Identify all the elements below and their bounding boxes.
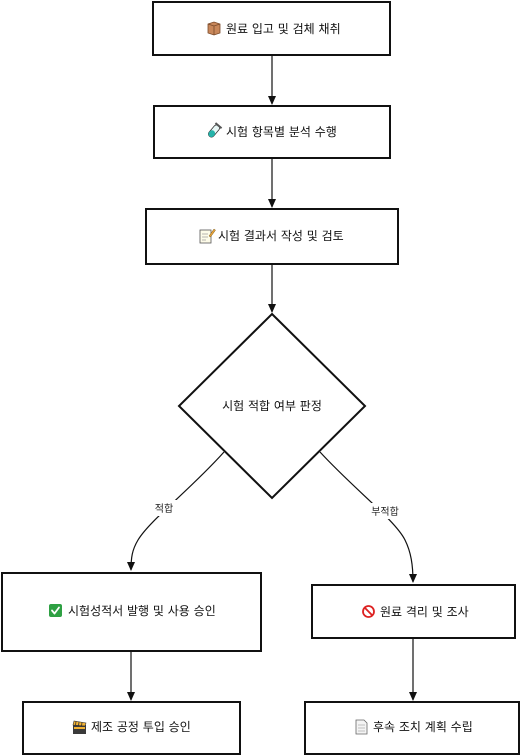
node-report: 시험 결과서 작성 및 검토 — [145, 208, 399, 265]
page-icon — [355, 719, 368, 735]
edges — [127, 55, 417, 701]
edge-decision-approve — [127, 451, 225, 571]
prohibited-icon — [362, 605, 375, 618]
node-production-label: 제조 공정 투입 승인 — [91, 720, 191, 734]
test-tube-icon — [208, 122, 223, 138]
node-production: 제조 공정 투입 승인 — [22, 701, 241, 755]
node-followup-label: 후속 조치 계획 수립 — [373, 720, 473, 734]
edge-label-pass-text: 적합 — [155, 503, 173, 515]
edge-label-pass: 적합 — [149, 500, 179, 516]
edge-label-fail-text: 부적합 — [371, 506, 399, 518]
check-mark-icon-bg — [49, 604, 62, 617]
node-decision-label: 시험 적합 여부 판정 — [222, 399, 322, 413]
node-isolate: 원료 격리 및 조사 — [311, 584, 516, 639]
node-report-label: 시험 결과서 작성 및 검토 — [218, 229, 344, 243]
check-mark-icon — [49, 604, 62, 617]
node-analyze-label: 시험 항목별 분석 수행 — [226, 124, 337, 139]
node-approve: 시험성적서 발행 및 사용 승인 — [1, 572, 262, 652]
node-isolate-label: 원료 격리 및 조사 — [380, 605, 469, 619]
node-receive-label: 원료 입고 및 검체 채취 — [226, 22, 341, 36]
node-approve-label: 시험성적서 발행 및 사용 승인 — [68, 603, 216, 618]
clapper-board-icon — [72, 720, 87, 734]
node-receive: 원료 입고 및 검체 채취 — [152, 1, 391, 56]
node-analyze: 시험 항목별 분석 수행 — [153, 105, 391, 159]
edge-label-fail: 부적합 — [365, 503, 405, 519]
edge-decision-isolate — [319, 451, 417, 583]
package-icon — [207, 21, 221, 36]
node-decision: 시험 적합 여부 판정 — [177, 312, 367, 500]
node-followup: 후속 조치 계획 수립 — [304, 701, 520, 755]
memo-icon — [199, 228, 216, 244]
